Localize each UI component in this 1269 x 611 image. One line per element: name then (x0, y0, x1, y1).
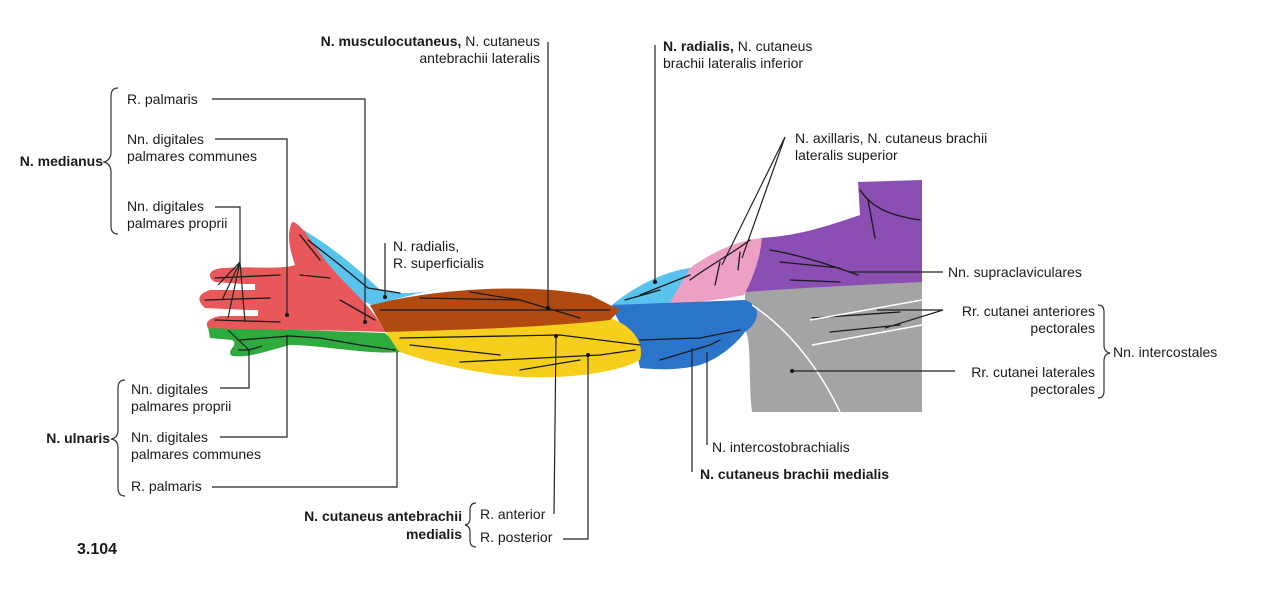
label-anteriores-2: pectorales (1030, 320, 1095, 336)
label-axillaris-1: N. axillaris, N. cutaneus brachii (795, 130, 987, 146)
label-intercostobrachialis: N. intercostobrachialis (712, 439, 850, 455)
label-radialis-1: N. radialis, N. cutaneus (663, 38, 812, 54)
label-musculocutaneus-2: antebrachii lateralis (419, 50, 540, 66)
label-uln-proprii-1: Nn. digitales (131, 381, 208, 397)
label-n-ulnaris: N. ulnaris (46, 430, 110, 446)
label-med-r-palmaris: R. palmaris (127, 91, 198, 107)
region-antebrachii-medialis (385, 318, 641, 378)
region-ulnaris (208, 327, 400, 357)
label-radialis-2: brachii lateralis inferior (663, 55, 803, 71)
brace-antebrachii (464, 502, 477, 548)
label-med-proprii-1: Nn. digitales (127, 198, 204, 214)
label-n-medianus: N. medianus (20, 153, 103, 169)
label-med-communes-2: palmares communes (127, 148, 257, 164)
label-med-communes-1: Nn. digitales (127, 131, 204, 147)
label-supraclaviculares: Nn. supraclaviculares (948, 264, 1082, 280)
label-uln-proprii-2: palmares proprii (131, 398, 231, 414)
ulnaris-labels: N. ulnaris Nn. digitales palmares propri… (46, 329, 398, 497)
label-r-anterior: R. anterior (480, 506, 546, 522)
medianus-labels: N. medianus R. palmaris Nn. digitales pa… (20, 87, 367, 324)
region-supraclaviculares (746, 180, 922, 292)
arm-illustration (199, 180, 923, 413)
label-brachii-medialis: N. cutaneus brachii medialis (700, 466, 889, 482)
figure-number: 3.104 (77, 541, 117, 558)
region-brachii-medialis (612, 300, 758, 370)
region-medianus (199, 222, 385, 332)
label-antebrachii-medialis-1: N. cutaneus antebrachii (304, 508, 462, 524)
label-musculocutaneus-1: N. musculocutaneus, N. cutaneus (321, 33, 540, 49)
label-antebrachii-medialis-2: medialis (406, 526, 462, 542)
label-r-posterior: R. posterior (480, 529, 553, 545)
label-axillaris-2: lateralis superior (795, 147, 898, 163)
label-uln-communes-1: Nn. digitales (131, 429, 208, 445)
label-nn-intercostales: Nn. intercostales (1113, 344, 1217, 360)
label-radialis-superficialis-1: N. radialis, (393, 238, 459, 254)
brace-intercostales (1097, 304, 1111, 399)
label-laterales-2: pectorales (1030, 381, 1095, 397)
brace-medianus (101, 87, 119, 235)
label-uln-r-palmaris: R. palmaris (131, 478, 202, 494)
label-radialis-superficialis-2: R. superficialis (393, 255, 484, 271)
label-uln-communes-2: palmares communes (131, 446, 261, 462)
region-radialis-superficialis (300, 228, 440, 305)
region-radialis-brachii (612, 268, 690, 306)
label-anteriores-1: Rr. cutanei anteriores (962, 303, 1095, 319)
brace-ulnaris (110, 379, 126, 497)
region-axillaris (665, 238, 762, 305)
label-med-proprii-2: palmares proprii (127, 215, 227, 231)
region-intercostales (745, 280, 922, 412)
label-laterales-1: Rr. cutanei laterales (971, 364, 1095, 380)
